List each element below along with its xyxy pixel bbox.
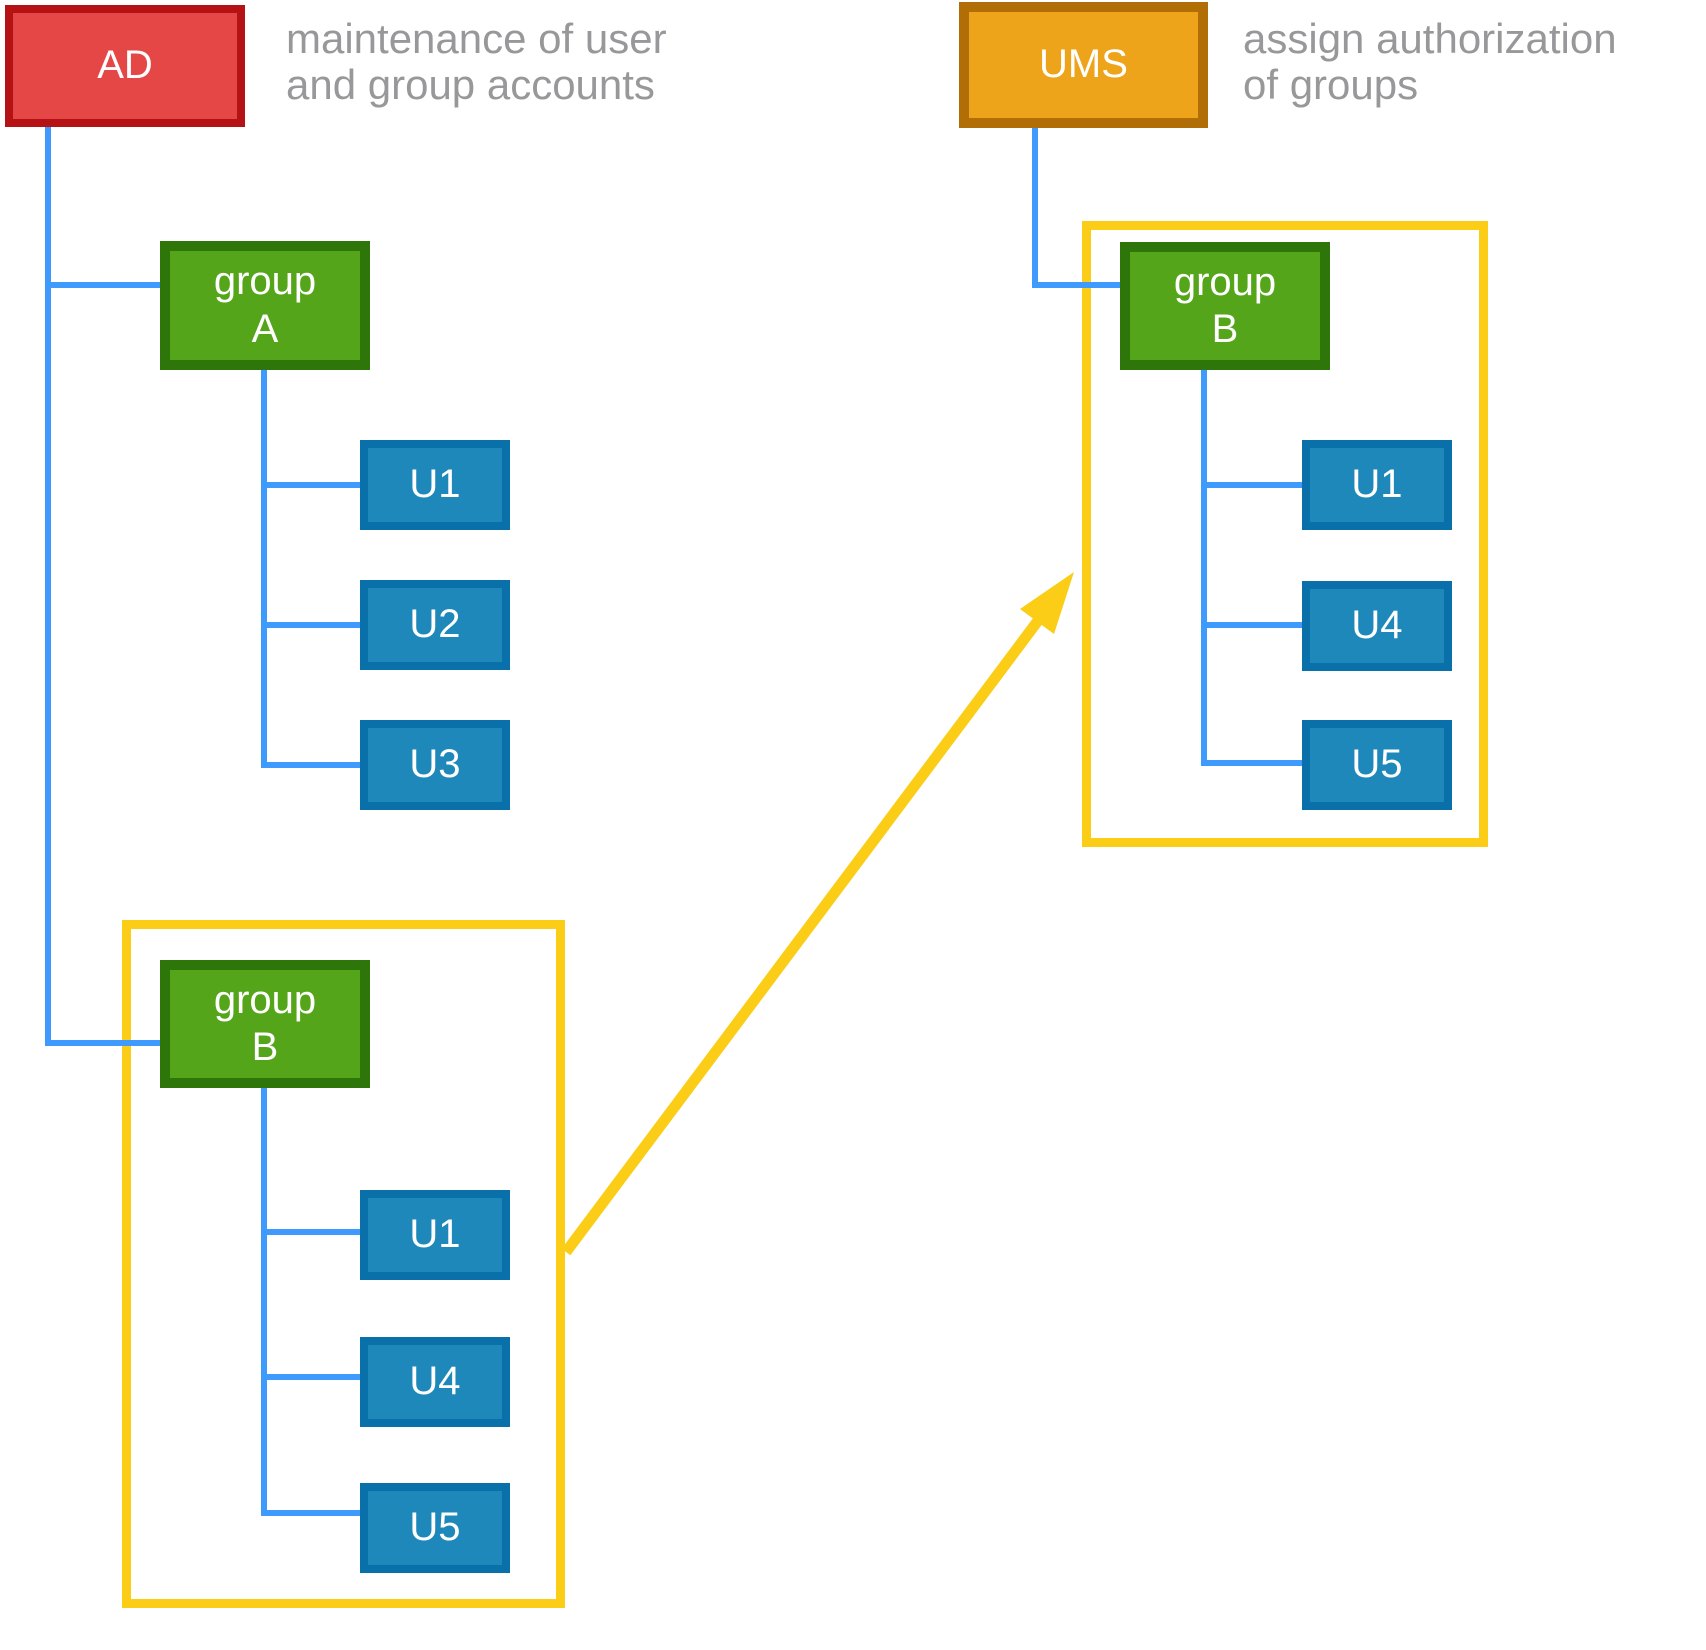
group-a-user-u3: U3	[360, 720, 510, 810]
group-b-ums-user-u5: U5	[1302, 720, 1452, 810]
user-label: U5	[409, 1505, 461, 1550]
user-label: U1	[1351, 462, 1403, 507]
user-label: U4	[409, 1359, 461, 1404]
connector-group-a-trunk	[261, 370, 267, 768]
group-b-ums-user-u1: U1	[1302, 440, 1452, 530]
group-b-ad-box: group B	[160, 960, 370, 1088]
connector-group-b-ad-trunk	[261, 1088, 267, 1516]
connector-group-a-u1	[261, 482, 360, 488]
connector-group-b-ums-u4	[1201, 622, 1303, 628]
group-a-name: group	[213, 259, 317, 304]
connector-group-b-ad-u1	[261, 1229, 360, 1235]
group-a-user-u1: U1	[360, 440, 510, 530]
ad-box: AD	[5, 5, 245, 127]
ums-box: UMS	[959, 2, 1208, 128]
ums-group-b-frame	[1082, 221, 1488, 847]
group-a-user-u2: U2	[360, 580, 510, 670]
connector-ad-to-group-a	[45, 282, 160, 288]
connector-group-a-u2	[261, 622, 360, 628]
connector-group-b-ums-trunk	[1201, 370, 1207, 766]
connector-group-b-ad-u5	[261, 1510, 360, 1516]
group-b-ums-letter: B	[1211, 307, 1239, 351]
user-label: U1	[409, 1212, 461, 1257]
group-b-ums-name: group	[1173, 259, 1277, 304]
ad-label: AD	[97, 43, 153, 88]
connector-group-b-ums-u5	[1201, 760, 1303, 766]
user-label: U1	[409, 462, 461, 507]
group-b-ad-user-u1: U1	[360, 1190, 510, 1280]
ums-note: assign authorization of groups	[1243, 15, 1617, 108]
group-b-ums-box: group B	[1120, 242, 1330, 370]
connector-ums-trunk	[1032, 128, 1038, 288]
group-b-ums-user-u4: U4	[1302, 581, 1452, 671]
ad-group-b-frame	[122, 920, 565, 1608]
ad-note: maintenance of user and group accounts	[286, 15, 667, 108]
connector-group-b-ums-u1	[1201, 482, 1303, 488]
group-a-letter: A	[251, 306, 279, 351]
connector-ad-to-group-b	[45, 1040, 160, 1046]
connector-ad-trunk	[45, 127, 51, 1046]
connector-group-b-ad-u4	[261, 1374, 360, 1380]
connector-ums-to-group-b	[1032, 282, 1120, 288]
group-b-ad-letter: B	[251, 1025, 279, 1069]
connector-group-a-u3	[261, 762, 360, 768]
group-b-ad-user-u5: U5	[360, 1483, 510, 1573]
user-label: U4	[1351, 603, 1403, 648]
user-label: U3	[409, 742, 461, 787]
group-b-ad-name: group	[213, 977, 317, 1022]
user-label: U5	[1351, 742, 1403, 787]
ums-label: UMS	[1039, 42, 1128, 87]
user-label: U2	[409, 602, 461, 647]
group-a-box: group A	[160, 241, 370, 370]
group-b-ad-user-u4: U4	[360, 1337, 510, 1427]
